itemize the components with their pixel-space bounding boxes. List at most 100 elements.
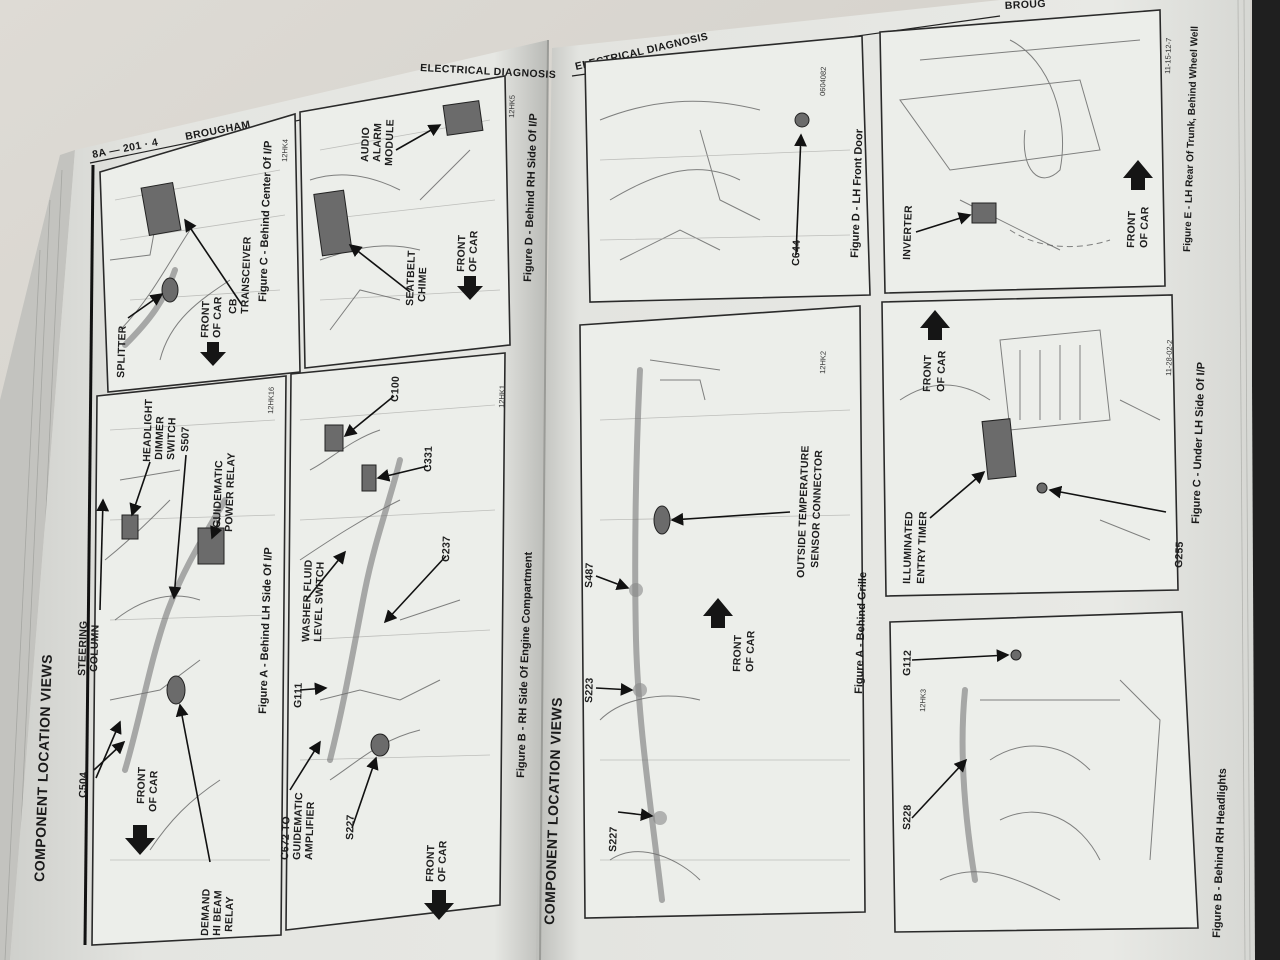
- label-c331: C331: [422, 446, 435, 472]
- front-of-car-arrow-icon: [1123, 160, 1153, 190]
- c504-arrow-1: [93, 740, 126, 771]
- label-s227: S227: [344, 814, 357, 840]
- c644-arrow: [794, 133, 807, 256]
- label-chime: CHIME: [416, 267, 429, 302]
- left-page-stack: [0, 150, 75, 960]
- splitter-part: [161, 277, 179, 303]
- cb-transceiver-arrow: [184, 218, 243, 306]
- label-s228: S228: [901, 804, 914, 830]
- left-figure-d: AUDIO ALARM MODULE SEATBELT CHIME FRONT …: [299, 75, 540, 369]
- g255-ground: [1036, 482, 1048, 494]
- figure-d-bleed: [599, 149, 851, 241]
- label-front-line2: OF CAR: [1138, 206, 1151, 248]
- left-margin-bar: [83, 164, 95, 946]
- c331-arrow: [376, 465, 429, 482]
- headlight-dimmer-arrow: [129, 461, 151, 517]
- right-figure-e: INVERTER FRONT OF CAR Figure E - LH Rear…: [879, 9, 1201, 294]
- front-of-car-arrow-icon: [920, 310, 950, 340]
- label-seatbelt: SEATBELT: [404, 250, 418, 306]
- c672-arrow: [289, 740, 321, 791]
- s228-arrow: [911, 758, 968, 819]
- left-figure-c: SPLITTER CB TRANSCEIVER FRONT OF CAR Fig…: [99, 112, 301, 393]
- s223-splice: [633, 683, 647, 697]
- s487-arrow: [595, 575, 630, 591]
- label-column: COLUMN: [88, 624, 102, 672]
- left-figure-b: C672 TO GUIDEMATIC AMPLIFIER G111 WASHER…: [279, 352, 535, 931]
- label-inverter: INVERTER: [901, 205, 915, 260]
- demand-relay-arrow: [175, 703, 211, 863]
- label-c237: C237: [440, 536, 453, 562]
- right-figure-d: C644 Figure D - LH Front Door 0604082: [584, 35, 871, 303]
- g112-ground: [1010, 649, 1022, 661]
- label-c504: C504: [77, 772, 90, 798]
- figure-d-code: 0604082: [818, 67, 828, 96]
- label-alarm: ALARM: [371, 123, 384, 162]
- label-front-line2: OF CAR: [211, 296, 224, 338]
- label-front-line1: FRONT: [455, 234, 468, 272]
- figure-c-frame: [99, 112, 301, 393]
- label-sensor-connector: SENSOR CONNECTOR: [809, 450, 825, 569]
- figure-a-bleed: [109, 419, 276, 861]
- front-of-car-arrow-icon: [424, 890, 454, 920]
- audio-alarm-arrow: [395, 124, 442, 151]
- label-front-line1: FRONT: [731, 634, 744, 672]
- dark-table-edge: [1252, 0, 1280, 960]
- splitter-arrow: [127, 293, 164, 319]
- g111-arrow: [299, 682, 328, 696]
- figure-c-code: 11-28-02-2: [1164, 340, 1174, 376]
- label-g111: G111: [292, 682, 305, 708]
- label-g255: G255: [1173, 541, 1186, 568]
- figure-b-caption: Figure B - Behind RH Headlights: [1211, 768, 1229, 938]
- c100-connector: [324, 424, 344, 452]
- left-figure-a: C504 STEERING COLUMN HEADLIGHT DIMMER SW…: [76, 375, 287, 946]
- washer-fluid-arrow: [305, 550, 347, 601]
- illuminated-entry-timer-unit: [981, 418, 1017, 480]
- label-front-line1: FRONT: [135, 766, 148, 804]
- label-c644: C644: [790, 240, 803, 266]
- label-front-line1: FRONT: [424, 844, 437, 882]
- figure-a-bleed: [599, 409, 851, 861]
- figure-a-frame: [91, 375, 287, 946]
- label-entry-timer: ENTRY TIMER: [915, 511, 930, 584]
- label-dimmer: DIMMER: [153, 416, 167, 460]
- figure-b-frame: [889, 611, 1199, 933]
- s487-splice: [629, 583, 643, 597]
- guidematic-power-relay-unit: [197, 527, 225, 565]
- label-module: MODULE: [383, 119, 397, 166]
- inverter-unit: [971, 202, 997, 224]
- label-steering: STEERING: [76, 620, 90, 676]
- figure-a-code: 12HK16: [266, 387, 276, 414]
- right-figure-b: G112 S228 Figure B - Behind RH Headlight…: [889, 611, 1229, 938]
- label-front-line1: FRONT: [921, 354, 934, 392]
- label-front-line2: OF CAR: [744, 630, 757, 672]
- label-front-line2: OF CAR: [467, 230, 480, 272]
- cb-transceiver-unit: [140, 182, 182, 236]
- c644-connector: [794, 112, 810, 128]
- left-running-head: COMPONENT LOCATION VIEWS: [31, 654, 55, 882]
- guidematic-relay-arrow: [210, 517, 223, 540]
- label-washer-fluid: WASHER FLUID: [300, 559, 315, 642]
- label-c672-guidematic: GUIDEMATIC: [291, 792, 305, 860]
- figure-d-code: 12HK5: [507, 95, 517, 118]
- right-figure-c: ILLUMINATED ENTRY TIMER G255 FRONT OF CA…: [881, 294, 1208, 597]
- label-s507: S507: [179, 426, 192, 452]
- figure-c-linework: [899, 329, 1161, 541]
- figure-a-caption: Figure A - Behind LH Side Of I/P: [257, 547, 275, 714]
- c331-connector: [361, 464, 377, 492]
- label-outside-temperature: OUTSIDE TEMPERATURE: [795, 445, 812, 578]
- label-cb-line1: CB: [227, 298, 240, 314]
- figure-a-linework: [599, 359, 721, 881]
- figure-d-linework: [599, 100, 761, 261]
- figure-d-frame: [584, 35, 871, 303]
- c237-arrow: [383, 555, 447, 624]
- figure-b-frame: [285, 352, 506, 931]
- figure-e-dashed-route: [1009, 229, 1111, 247]
- front-of-car-arrow-icon: [703, 598, 733, 628]
- label-front-line1: FRONT: [1125, 210, 1138, 248]
- audio-alarm-module-unit: [442, 100, 484, 136]
- figure-e-frame: [879, 9, 1166, 294]
- front-of-car-arrow-icon: [457, 276, 483, 300]
- s507-arrow: [168, 454, 187, 600]
